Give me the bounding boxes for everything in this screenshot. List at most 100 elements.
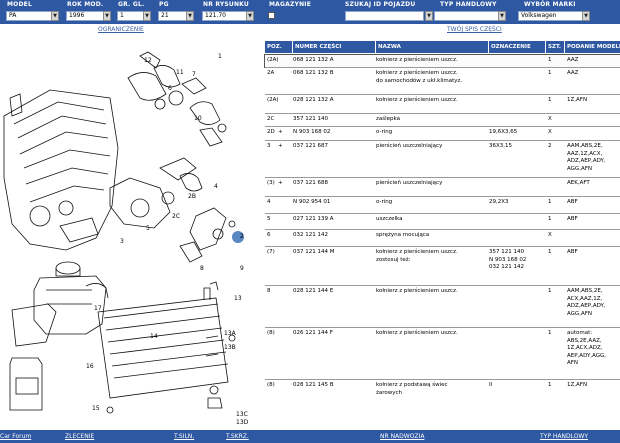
typ-handlowy-dropdown-arrow-icon[interactable]: ▼ [498, 11, 506, 21]
callout-4[interactable]: 4 [214, 183, 218, 190]
radiator-shape [97, 297, 229, 399]
pg-dropdown-arrow-icon[interactable]: ▼ [186, 11, 194, 21]
t-skrz-link[interactable]: T.SKRZ. [226, 433, 249, 440]
nr-nadwozia-link[interactable]: NR NADWOZIA [380, 433, 425, 440]
magazynie-checkbox[interactable] [268, 12, 275, 19]
cell-name: kołnierz z pierścieniem uszcz. [376, 288, 458, 294]
row-separator [265, 246, 620, 247]
typ-handlowy-link[interactable]: TYP HANDLOWY [540, 433, 589, 440]
cell-poz: 4 [267, 199, 271, 205]
row-separator [265, 140, 620, 141]
cell-szt: 1 [548, 70, 552, 76]
model-dropdown-arrow-icon[interactable]: ▼ [51, 11, 59, 21]
cell-model: ABF [567, 199, 578, 205]
cell-model: AAZ [567, 70, 579, 76]
wybor-marki-select[interactable]: Volkswagen [518, 11, 590, 21]
car-forum-link[interactable]: Car Forum [0, 433, 32, 440]
callout-5[interactable]: 5 [146, 225, 150, 232]
callout-11[interactable]: 11 [176, 69, 184, 76]
callout-12[interactable]: 12 [144, 57, 152, 64]
cell-poz: (8) [267, 330, 275, 336]
magazynie-label: MAGAZYNIE [269, 1, 312, 8]
callout-6[interactable]: 6 [168, 85, 172, 92]
szukaj-input[interactable] [345, 11, 424, 21]
cell-name: kołnierz z pierścieniem uszcz. [376, 97, 458, 103]
callout-9[interactable]: 9 [240, 265, 244, 272]
callout-2c[interactable]: 2C [172, 213, 180, 220]
col-poz-header: POZ. [265, 41, 292, 53]
cell-szt: 1 [548, 97, 552, 103]
sub-nav [0, 24, 620, 38]
nr-rysunku-dropdown-arrow-icon[interactable]: ▼ [246, 11, 254, 21]
callout-7[interactable]: 7 [192, 71, 196, 78]
cell-poz: 2A [267, 70, 275, 76]
cell-poz: 2D [267, 129, 275, 135]
callout-13c[interactable]: 13C [236, 411, 248, 418]
cell-num: 068 121 132 A [293, 57, 334, 63]
zlecenie-link[interactable]: ZLECENIE [65, 433, 95, 440]
callout-8[interactable]: 8 [200, 265, 204, 272]
callout-13b[interactable]: 13B [224, 344, 236, 351]
cell-poz: (2A) [267, 97, 279, 103]
cell-model: ABF [567, 249, 578, 255]
cell-num: N 903 168 02 [293, 129, 331, 135]
callout-2b[interactable]: 2B [188, 193, 196, 200]
cell-szt: 2 [548, 143, 552, 149]
callout-17[interactable]: 17 [94, 305, 102, 312]
row-separator [265, 126, 620, 127]
cell-num: 037 121 687 [293, 143, 328, 149]
t-siln-link[interactable]: T.SILN. [174, 433, 195, 440]
gr-gl-dropdown-arrow-icon[interactable]: ▼ [143, 11, 151, 21]
szukaj-arrow-icon[interactable]: ▼ [425, 11, 433, 21]
callout-1[interactable]: 1 [218, 53, 222, 60]
model-label: MODEL [7, 1, 32, 8]
cell-poz: 8 [267, 288, 271, 294]
typ-handlowy-select[interactable] [434, 11, 506, 21]
cell-num: 027 121 139 A [293, 216, 334, 222]
cell-poz: (3) [267, 180, 275, 186]
callout-15[interactable]: 15 [92, 405, 100, 412]
callout-2[interactable]: 2 [240, 233, 244, 240]
cell-szt: 1 [548, 288, 552, 294]
callout-10[interactable]: 10 [194, 115, 202, 122]
callout-13d[interactable]: 13D [236, 419, 249, 426]
callout-14[interactable]: 14 [150, 333, 158, 340]
cell-poz: (8) [267, 382, 275, 388]
wybor-marki-dropdown-arrow-icon[interactable]: ▼ [582, 11, 590, 21]
reservoir-shape [11, 303, 57, 347]
col-szt-header: SZT. [546, 41, 564, 53]
szukaj-label: SZUKAJ ID POJAZDU [345, 1, 416, 8]
cell-szt: X [548, 116, 552, 122]
twoj-spis-link[interactable]: TWÓJ SPIS CZĘŚCI [447, 26, 502, 33]
typ-handlowy-label: TYP HANDLOWY [440, 1, 497, 8]
callout-16[interactable]: 16 [86, 363, 94, 370]
cell-num: 028 121 132 A [293, 97, 334, 103]
rok-mod-dropdown-arrow-icon[interactable]: ▼ [103, 11, 111, 21]
cell-name: zaślepka [376, 116, 400, 122]
col-model-header: PODANIE MODELI [565, 41, 620, 53]
cell-poz: 5 [267, 216, 271, 222]
nr-rysunku-label: NR RYSUNKU [203, 1, 249, 8]
callout-13a[interactable]: 13A [224, 330, 237, 337]
table-row[interactable]: (2A) 028 121 132 A kołnierz z pierścieniem… [265, 95, 620, 113]
ograniczenie-link[interactable]: OGRANICZENIE [98, 26, 144, 33]
row-separator [265, 379, 620, 380]
cell-ozn: II [489, 382, 493, 388]
cell-flag: + [278, 180, 283, 186]
callout-13[interactable]: 13 [234, 295, 242, 302]
callout-3[interactable]: 3 [120, 238, 124, 245]
